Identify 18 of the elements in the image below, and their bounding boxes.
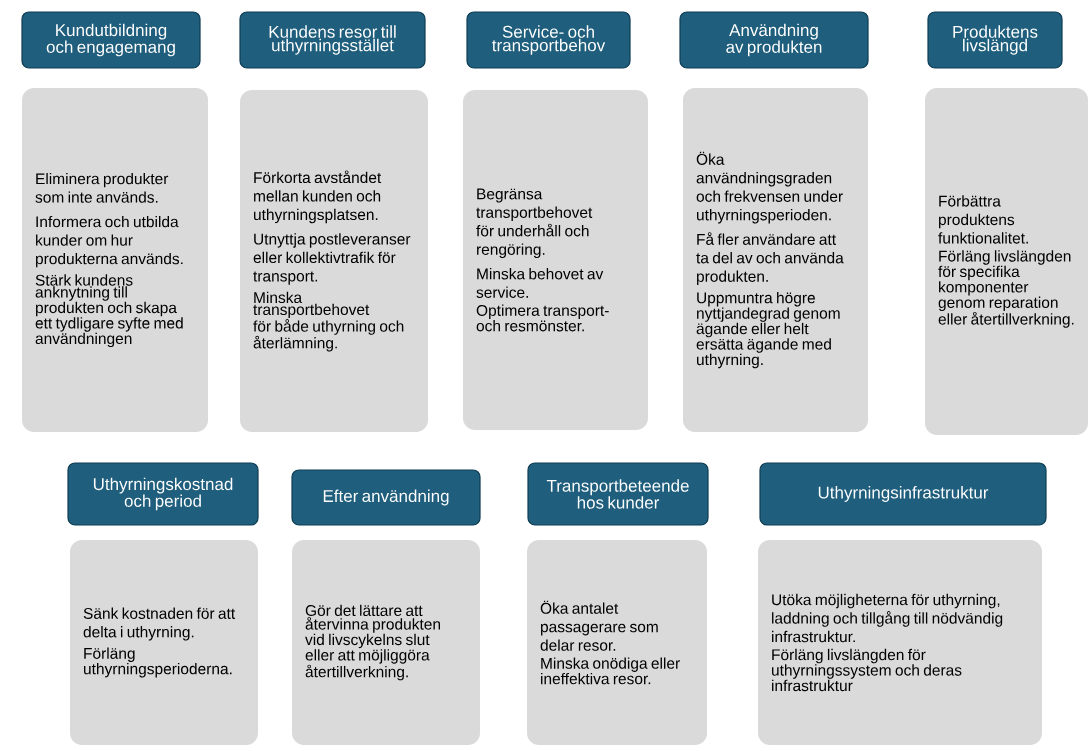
text-card: Sänk kostnaden för att delta i uthyrning. Förläng uthyrningsperioderna. — [70, 540, 258, 745]
text-card: Utöka möjligheterna för uthyrning, laddning och tillgång till nödvändig infrastruktur. Förläng livslängden för uthyrningssystem och deras infrastruktur — [758, 540, 1042, 745]
text-card: Eliminera produkter som inte används. Informera och utbilda kunder om hur produkterna används. Stärk kundens anknytning till produkten och skapa ett tydligare syfte med användningen — [22, 88, 208, 432]
heading-box: Uthyrningskostnad och period — [67, 462, 259, 526]
heading-box: Produktens livslängd — [927, 11, 1063, 69]
text-card: Förbättra produktens funktionalitet. Förläng livslängden för specifika komponenter genom reparation eller återtillverkning. — [925, 88, 1088, 435]
heading-box: Användning av produkten — [679, 11, 869, 69]
heading-box: Efter användning — [291, 469, 481, 526]
text-card: Begränsa transportbehovet för underhåll och rengöring. Minska behovet av service. Optimera transport- och resmönster. — [463, 90, 648, 430]
text-card: Öka användningsgraden och frekvensen under uthyrningsperioden. Få fler användare att ta del av och använda produkten. Uppmuntra högre nyttjandegrad genom ägande eller helt ersätta ägande med uthyrning. — [683, 88, 868, 432]
heading-box: Transportbeteende hos kunder — [527, 462, 709, 526]
heading-box: Service- och transportbehov — [466, 11, 631, 69]
heading-box: Kundutbildning och engagemang — [21, 11, 201, 69]
text-card: Öka antalet passagerare som delar resor. Minska onödiga eller ineffektiva resor. — [527, 540, 707, 745]
heading-box: Kundens resor till uthyrningsstället — [239, 11, 426, 69]
text-card: Förkorta avståndet mellan kunden och uthyrningsplatsen. Utnyttja postleveranser eller kollektivtrafik för transport. Minska transportbehovet för både uthyrning och återlämning. — [240, 90, 428, 432]
text-card: Gör det lättare att återvinna produkten vid livscykelns slut eller att möjliggöra återtillverkning. — [292, 540, 480, 745]
heading-box: Uthyrningsinfrastruktur — [759, 462, 1047, 526]
